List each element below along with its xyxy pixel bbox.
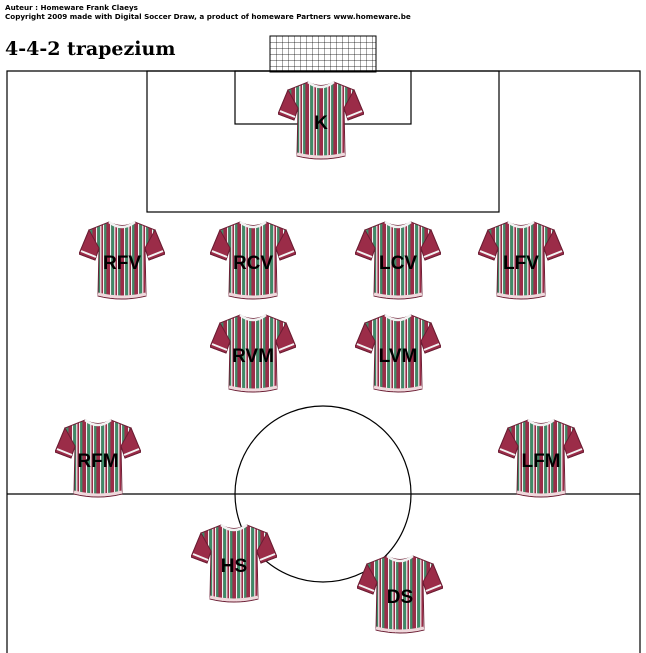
player-label: LFM (521, 451, 560, 472)
copyright-line: Copyright 2009 made with Digital Soccer … (5, 12, 411, 21)
player-lcv: LCV (355, 220, 441, 300)
credits: Auteur : Homeware Frank Claeys Copyright… (5, 3, 411, 21)
player-label: LFV (503, 253, 539, 274)
player-rcv: RCV (210, 220, 296, 300)
player-rfm: RFM (55, 418, 141, 498)
player-label: LCV (379, 253, 417, 274)
page-title: 4-4-2 trapezium (5, 38, 176, 60)
player-label: DS (387, 587, 413, 608)
player-label: RCV (233, 253, 273, 274)
center-circle (234, 405, 412, 583)
player-label: K (314, 113, 328, 134)
player-k: K (278, 80, 364, 160)
player-label: RVM (232, 346, 274, 367)
player-rfv: RFV (79, 220, 165, 300)
player-label: RFV (103, 253, 141, 274)
player-hs: HS (191, 523, 277, 603)
author-line: Auteur : Homeware Frank Claeys (5, 3, 138, 12)
player-label: LVM (379, 346, 418, 367)
player-rvm: RVM (210, 313, 296, 393)
player-label: RFM (77, 451, 118, 472)
player-lvm: LVM (355, 313, 441, 393)
goal-net (269, 35, 377, 73)
player-lfm: LFM (498, 418, 584, 498)
player-label: HS (221, 556, 247, 577)
player-lfv: LFV (478, 220, 564, 300)
player-ds: DS (357, 554, 443, 634)
